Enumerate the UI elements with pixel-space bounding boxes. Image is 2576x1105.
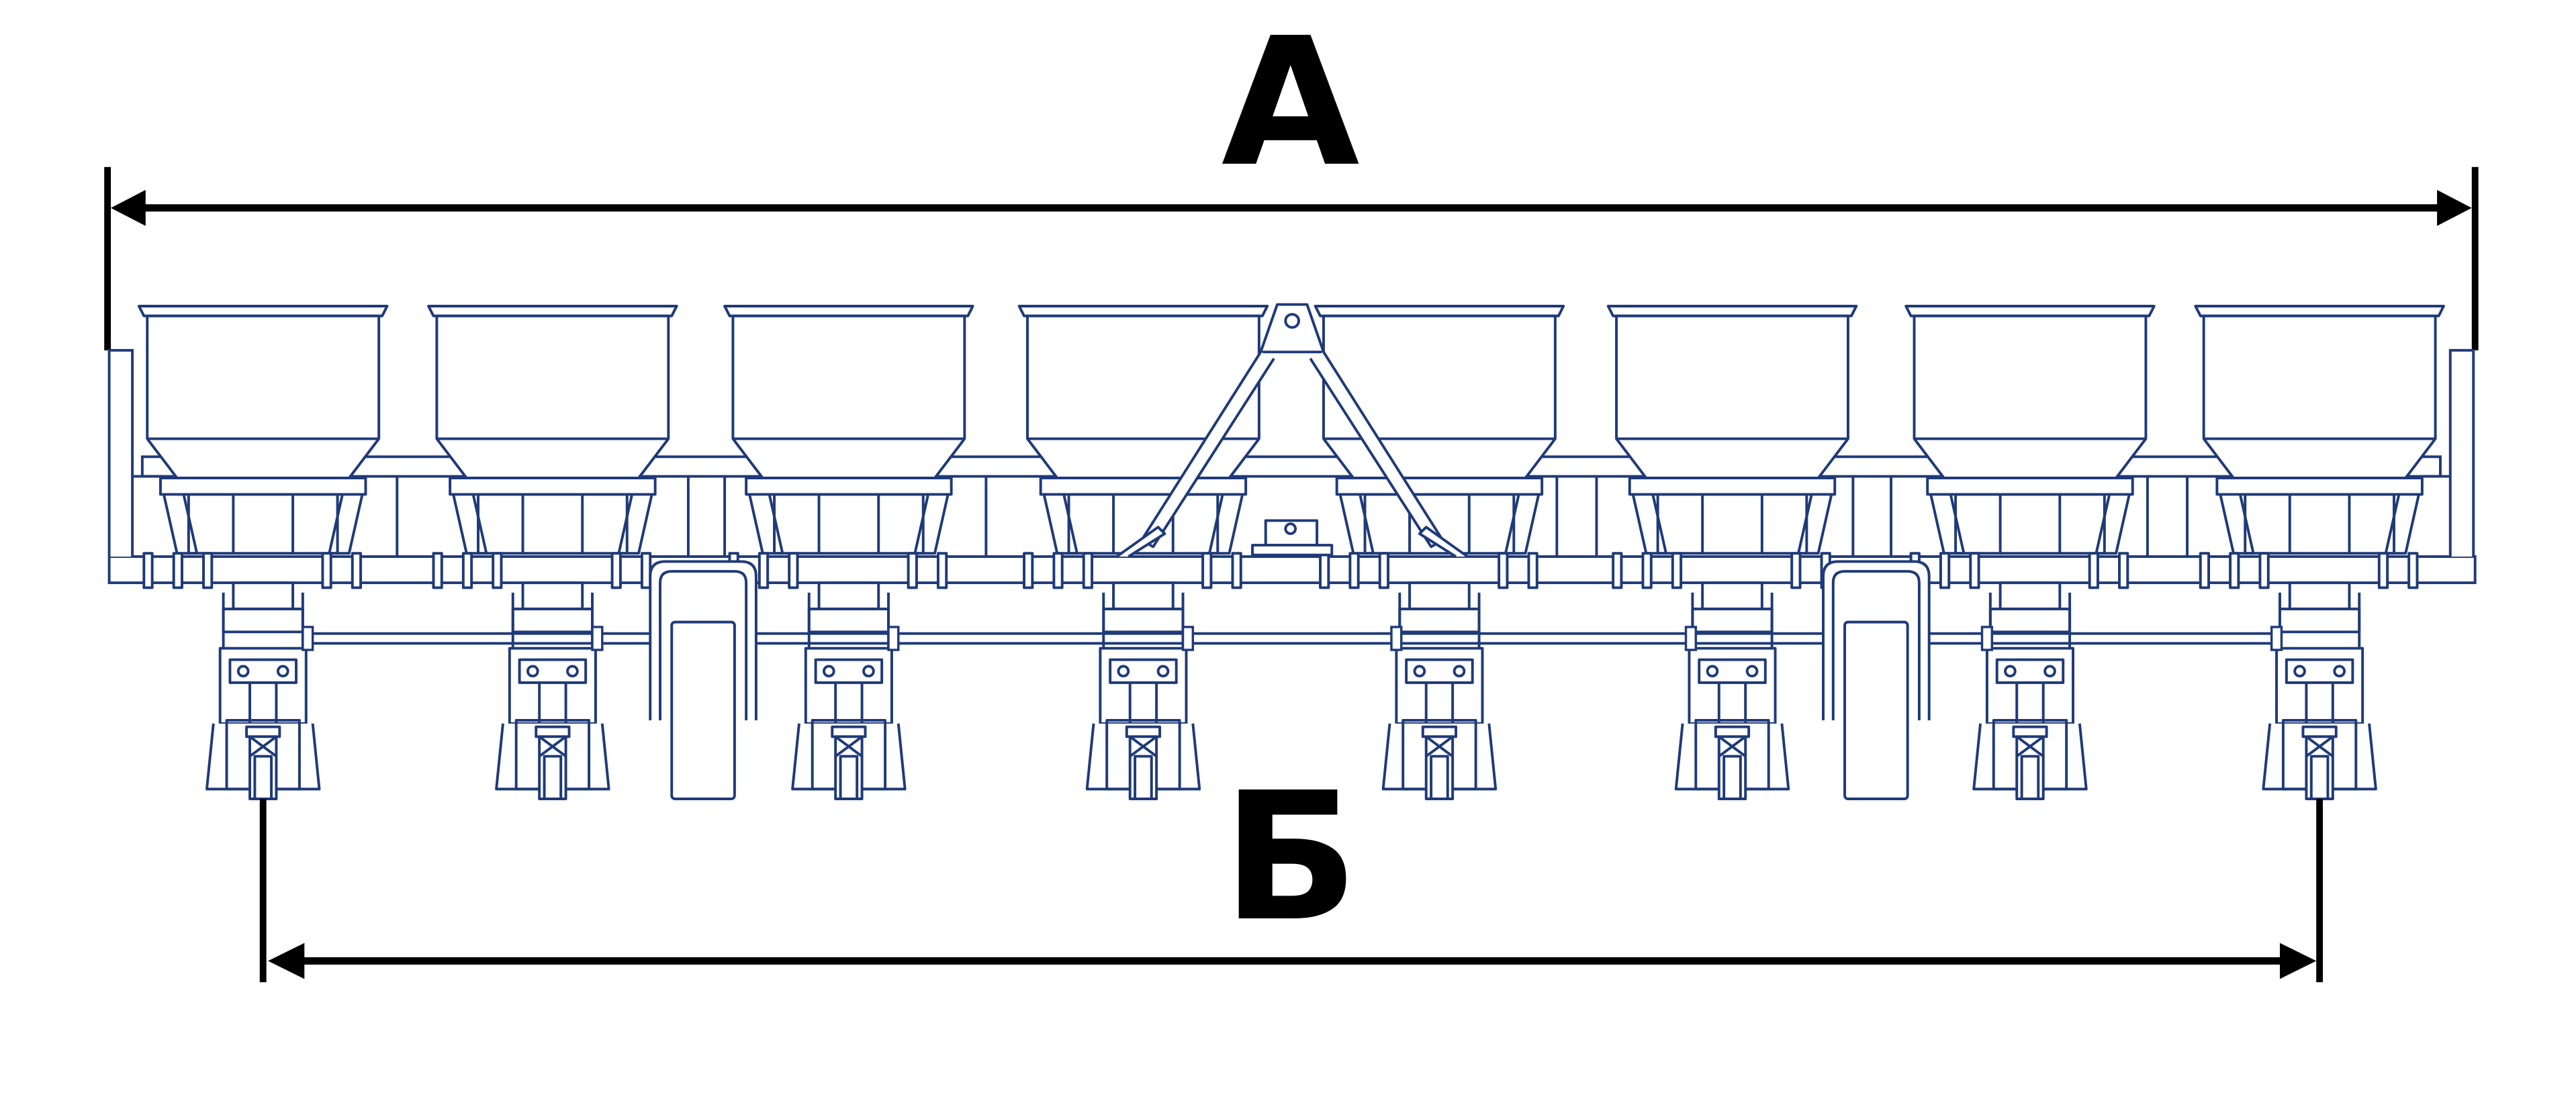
seed-section-6	[1606, 305, 1858, 800]
seed-section-2	[427, 305, 678, 800]
support-wheel-left	[649, 560, 757, 800]
row-span-arrow-left	[268, 943, 305, 979]
overall-width-arrow-left	[111, 189, 146, 226]
overall-width-arrow-right	[2437, 189, 2472, 226]
main-beam	[107, 555, 2477, 585]
support-wheel-right	[1822, 560, 1931, 800]
frame-end-right	[2448, 348, 2475, 557]
seed-section-1	[137, 305, 389, 800]
row-span-arrow-right	[2279, 943, 2317, 979]
overall-width-dimension: А	[104, 0, 2479, 350]
toolbar-clamps	[302, 626, 2283, 651]
frame-end-left	[107, 348, 134, 557]
hitch-a-frame	[1115, 303, 1469, 558]
seed-section-4	[1017, 305, 1269, 800]
overall-width-label: А	[1222, 0, 1361, 205]
seed-section-7	[1904, 305, 2156, 800]
seed-section-5	[1314, 305, 1565, 800]
seed-section-8	[2194, 305, 2445, 800]
row-span-label: Б	[1222, 755, 1359, 960]
row-span-dimension: Б	[259, 755, 2324, 983]
seed-section-3	[723, 305, 974, 800]
